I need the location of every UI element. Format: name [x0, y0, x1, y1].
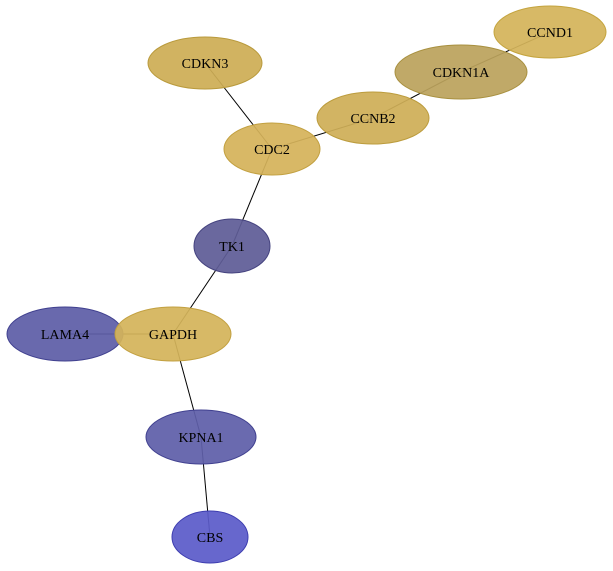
node-kpna1[interactable]: KPNA1: [145, 409, 257, 465]
node-shape-ccnb2[interactable]: [316, 91, 430, 145]
node-label-tk1: TK1: [219, 240, 245, 255]
node-shape-cdkn3[interactable]: [147, 36, 263, 90]
node-shape-cdc2[interactable]: [223, 122, 321, 176]
node-ccnb2[interactable]: CCNB2: [316, 91, 430, 145]
node-tk1[interactable]: TK1: [193, 218, 271, 274]
node-label-lama4: LAMA4: [41, 328, 89, 343]
node-ccnd1[interactable]: CCND1: [493, 5, 607, 59]
node-label-cdc2: CDC2: [254, 143, 290, 158]
node-shape-cbs[interactable]: [171, 510, 249, 564]
edges-layer: [65, 31, 551, 538]
node-shape-ccnd1[interactable]: [493, 5, 607, 59]
node-lama4[interactable]: LAMA4: [6, 306, 124, 362]
node-label-cbs: CBS: [197, 531, 223, 546]
node-shape-tk1[interactable]: [193, 218, 271, 274]
node-shape-kpna1[interactable]: [145, 409, 257, 465]
node-cdkn3[interactable]: CDKN3: [147, 36, 263, 90]
node-gapdh[interactable]: GAPDH: [114, 306, 232, 362]
node-cdc2[interactable]: CDC2: [223, 122, 321, 176]
node-label-ccnb2: CCNB2: [350, 112, 395, 127]
node-label-gapdh: GAPDH: [149, 328, 197, 343]
node-label-cdkn1a: CDKN1A: [433, 66, 491, 81]
node-label-kpna1: KPNA1: [178, 431, 223, 446]
node-label-ccnd1: CCND1: [527, 26, 573, 41]
node-cbs[interactable]: CBS: [171, 510, 249, 564]
node-shape-cdkn1a[interactable]: [394, 44, 528, 100]
node-shape-gapdh[interactable]: [114, 306, 232, 362]
node-cdkn1a[interactable]: CDKN1A: [394, 44, 528, 100]
node-label-cdkn3: CDKN3: [182, 57, 229, 72]
